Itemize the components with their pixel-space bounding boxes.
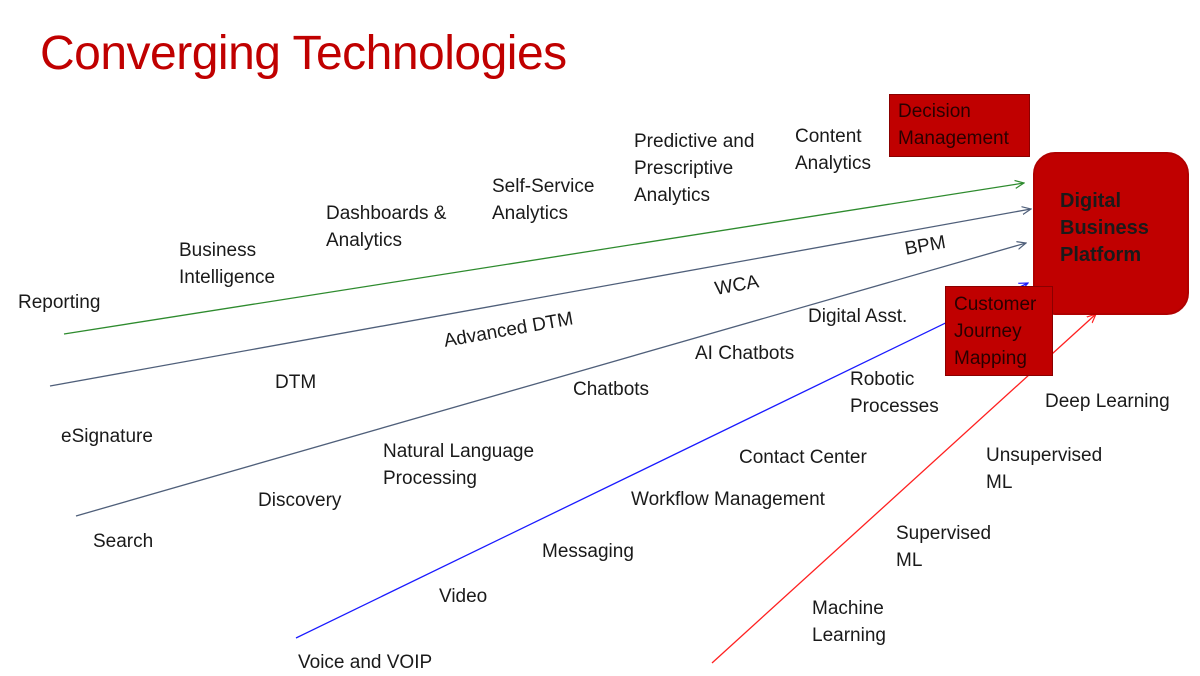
slide-title: Converging Technologies <box>40 27 567 80</box>
customer-line-1: Customer <box>954 294 1037 315</box>
decision-line-1: Decision <box>898 101 971 122</box>
label-chatbots: Chatbots <box>573 379 650 400</box>
label-voice-and-voip: Voice and VOIP <box>298 652 433 673</box>
platform-line-3: Platform <box>1060 244 1142 266</box>
label-deep-learning: Deep Learning <box>1045 391 1170 412</box>
arrow-analytics <box>63 183 1024 335</box>
label-reporting: Reporting <box>18 292 101 313</box>
platform-line-1: Digital <box>1060 190 1122 212</box>
label-discovery: Discovery <box>258 490 342 511</box>
digital-business-platform: Digital Business Platform <box>1033 152 1189 315</box>
customer-line-2: Journey <box>954 321 1022 342</box>
platform-line-2: Business <box>1060 217 1149 239</box>
label-workflow-management: Workflow Management <box>631 489 825 510</box>
arrow-process <box>49 209 1031 387</box>
decision-line-2: Management <box>898 128 1009 149</box>
label-digital-asst: Digital Asst. <box>808 306 908 327</box>
label-search: Search <box>93 531 154 552</box>
label-dashboards-analytics: Dashboards &Analytics <box>326 203 447 251</box>
decision-management-box: Decision Management <box>889 94 1030 157</box>
label-messaging: Messaging <box>542 541 634 562</box>
label-ai-chatbots: AI Chatbots <box>695 343 795 364</box>
label-video: Video <box>439 586 488 607</box>
arrow-communication <box>295 283 1028 639</box>
customer-line-3: Mapping <box>954 348 1027 369</box>
label-contact-center: Contact Center <box>739 447 867 468</box>
arrow-cognitive <box>75 243 1026 517</box>
label-dtm: DTM <box>275 372 317 393</box>
label-esignature: eSignature <box>61 426 153 447</box>
customer-journey-mapping-box: Customer Journey Mapping <box>945 286 1053 376</box>
